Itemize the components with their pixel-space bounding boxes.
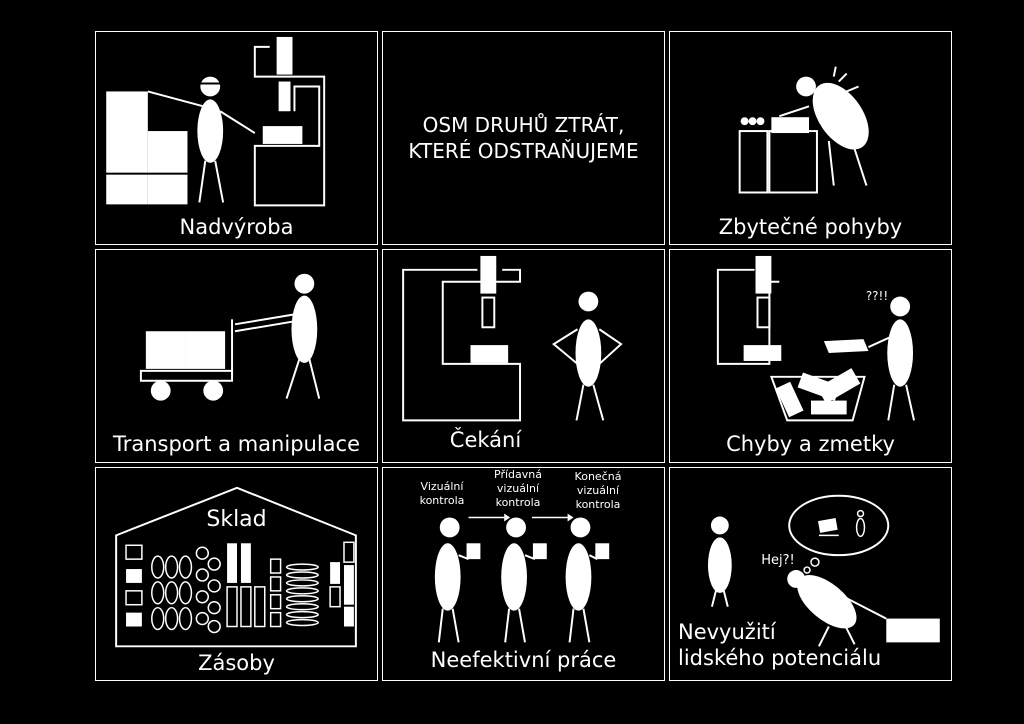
panel-transport: Transport a manipulace	[95, 249, 378, 463]
inspection3-line3: kontrola	[575, 498, 621, 511]
inspection3-line1: Konečná	[574, 470, 622, 483]
label-overproduction: Nadvýroba	[179, 215, 294, 239]
inspection1-line2: kontrola	[419, 494, 465, 507]
inspector-3	[565, 517, 610, 643]
label-inventory: Zásoby	[198, 651, 275, 675]
talent-illustration	[707, 494, 940, 647]
motion-illustration	[738, 66, 869, 194]
inspector-2	[501, 517, 547, 643]
inspector-1	[434, 517, 481, 643]
inspection2-line2: vizuální	[496, 482, 540, 495]
label-waiting: Čekání	[449, 428, 522, 452]
label-overprocessing: Neefektivní práce	[430, 648, 617, 672]
title-line2: KTERÉ ODSTRAŇUJEME	[408, 139, 639, 163]
inventory-illustration	[115, 486, 357, 648]
waiting-illustration	[402, 255, 623, 422]
inspection3-line2: vizuální	[576, 484, 620, 497]
inspection2-line1: Přídavná	[494, 468, 542, 481]
defects-exclaim: ??!!	[865, 289, 889, 303]
warehouse-label: Sklad	[206, 507, 267, 532]
label-defects: Chyby a zmetky	[726, 432, 895, 456]
panel-waiting: Čekání	[382, 249, 665, 463]
panel-talent: Hej?! Nevyužití lidského potenciálu	[669, 467, 952, 681]
label-motion: Zbytečné pohyby	[718, 215, 903, 239]
label-talent-line1: Nevyužití	[678, 620, 776, 644]
label-talent-line2: lidského potenciálu	[678, 646, 882, 670]
panel-title: OSM DRUHŮ ZTRÁT, KTERÉ ODSTRAŇUJEME	[382, 31, 665, 245]
title-line1: OSM DRUHŮ ZTRÁT,	[422, 113, 625, 137]
inspection1-line1: Vizuální	[420, 480, 464, 493]
defects-illustration	[716, 255, 915, 422]
panel-overprocessing: Vizuální kontrola Přídavná vizuální kont…	[382, 467, 665, 681]
overprocessing-illustration	[434, 513, 610, 643]
panel-overproduction: Nadvýroba	[95, 31, 378, 245]
hey-callout: Hej?!	[761, 553, 795, 568]
inspection2-line3: kontrola	[495, 496, 541, 509]
panel-inventory: Sklad Zásoby	[95, 467, 378, 681]
transport-illustration	[139, 273, 321, 401]
panel-motion: Zbytečné pohyby	[669, 31, 952, 245]
label-transport: Transport a manipulace	[112, 432, 361, 456]
panel-defects: ??!! Chyby a zmetky	[669, 249, 952, 463]
overproduction-illustration	[106, 36, 326, 207]
